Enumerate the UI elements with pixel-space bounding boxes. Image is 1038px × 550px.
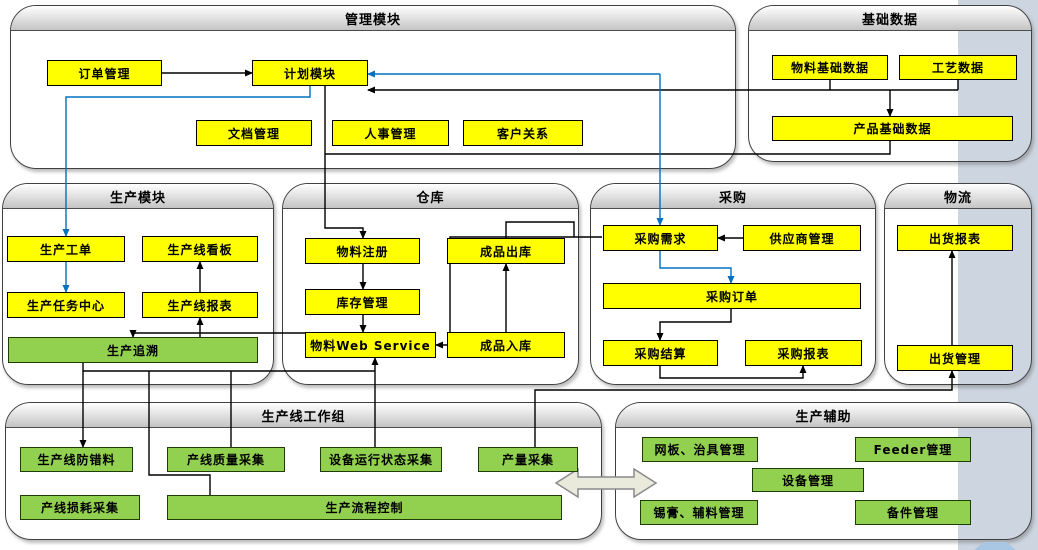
box-customer-relations: 客户关系: [463, 120, 583, 146]
container-title-production-module: 生产模块: [3, 184, 273, 209]
box-line-loss-collect: 产线损耗采集: [20, 495, 140, 520]
box-solder-aux-mgmt: 锡膏、辅料管理: [640, 500, 758, 525]
box-stencil-jig-mgmt: 网板、治具管理: [642, 437, 758, 462]
container-title-basic-data: 基础数据: [749, 6, 1031, 31]
box-supplier-management: 供应商管理: [743, 225, 861, 251]
box-work-order: 生产工单: [7, 236, 125, 262]
box-equip-status-collect: 设备运行状态采集: [320, 447, 442, 472]
container-title-purchasing: 采购: [591, 184, 875, 209]
box-line-report: 生产线报表: [142, 292, 258, 318]
container-title-warehouse: 仓库: [283, 184, 578, 209]
container-basic-data: 基础数据: [748, 5, 1032, 162]
box-equipment-management: 设备管理: [752, 468, 864, 492]
box-task-center: 生产任务中心: [7, 292, 125, 318]
box-plan-module: 计划模块: [252, 60, 368, 86]
box-inventory-management: 库存管理: [305, 289, 420, 315]
box-finished-goods-out: 成品出库: [447, 238, 565, 264]
box-product-base-data: 产品基础数据: [772, 116, 1013, 141]
container-title-line-workgroup: 生产线工作组: [6, 403, 601, 428]
box-hr-management: 人事管理: [332, 120, 449, 146]
box-spare-parts-mgmt: 备件管理: [855, 500, 971, 525]
box-material-register: 物料注册: [305, 238, 420, 264]
box-production-trace: 生产追溯: [8, 337, 258, 363]
box-finished-goods-in: 成品入库: [447, 332, 565, 358]
box-purchase-order: 采购订单: [603, 283, 861, 309]
box-material-web-service: 物料Web Service: [305, 332, 436, 358]
box-purchase-request: 采购需求: [603, 225, 718, 251]
box-material-base-data: 物料基础数据: [772, 55, 888, 80]
container-management-module: 管理模块: [10, 5, 736, 169]
box-order-management: 订单管理: [47, 60, 162, 86]
box-line-error-proofing: 生产线防错料: [20, 447, 133, 472]
box-purchase-settlement: 采购结算: [603, 340, 718, 366]
container-title-production-aux: 生产辅助: [616, 403, 1031, 428]
box-process-data: 工艺数据: [899, 55, 1017, 80]
box-shipping-report: 出货报表: [897, 225, 1013, 251]
container-purchasing: 采购: [590, 183, 876, 385]
container-logistics: 物流: [884, 183, 1032, 385]
box-line-kanban: 生产线看板: [142, 236, 258, 262]
background-side-band: [958, 0, 1038, 550]
box-output-collect: 产量采集: [478, 447, 578, 472]
box-purchase-report: 采购报表: [745, 340, 862, 366]
container-title-logistics: 物流: [885, 184, 1031, 209]
box-shipping-management: 出货管理: [897, 345, 1013, 371]
box-feeder-management: Feeder管理: [855, 437, 971, 462]
container-title-management-module: 管理模块: [11, 6, 735, 31]
box-document-management: 文档管理: [196, 120, 312, 146]
box-production-flow-ctrl: 生产流程控制: [167, 495, 562, 520]
box-line-quality-collect: 产线质量采集: [167, 447, 285, 472]
